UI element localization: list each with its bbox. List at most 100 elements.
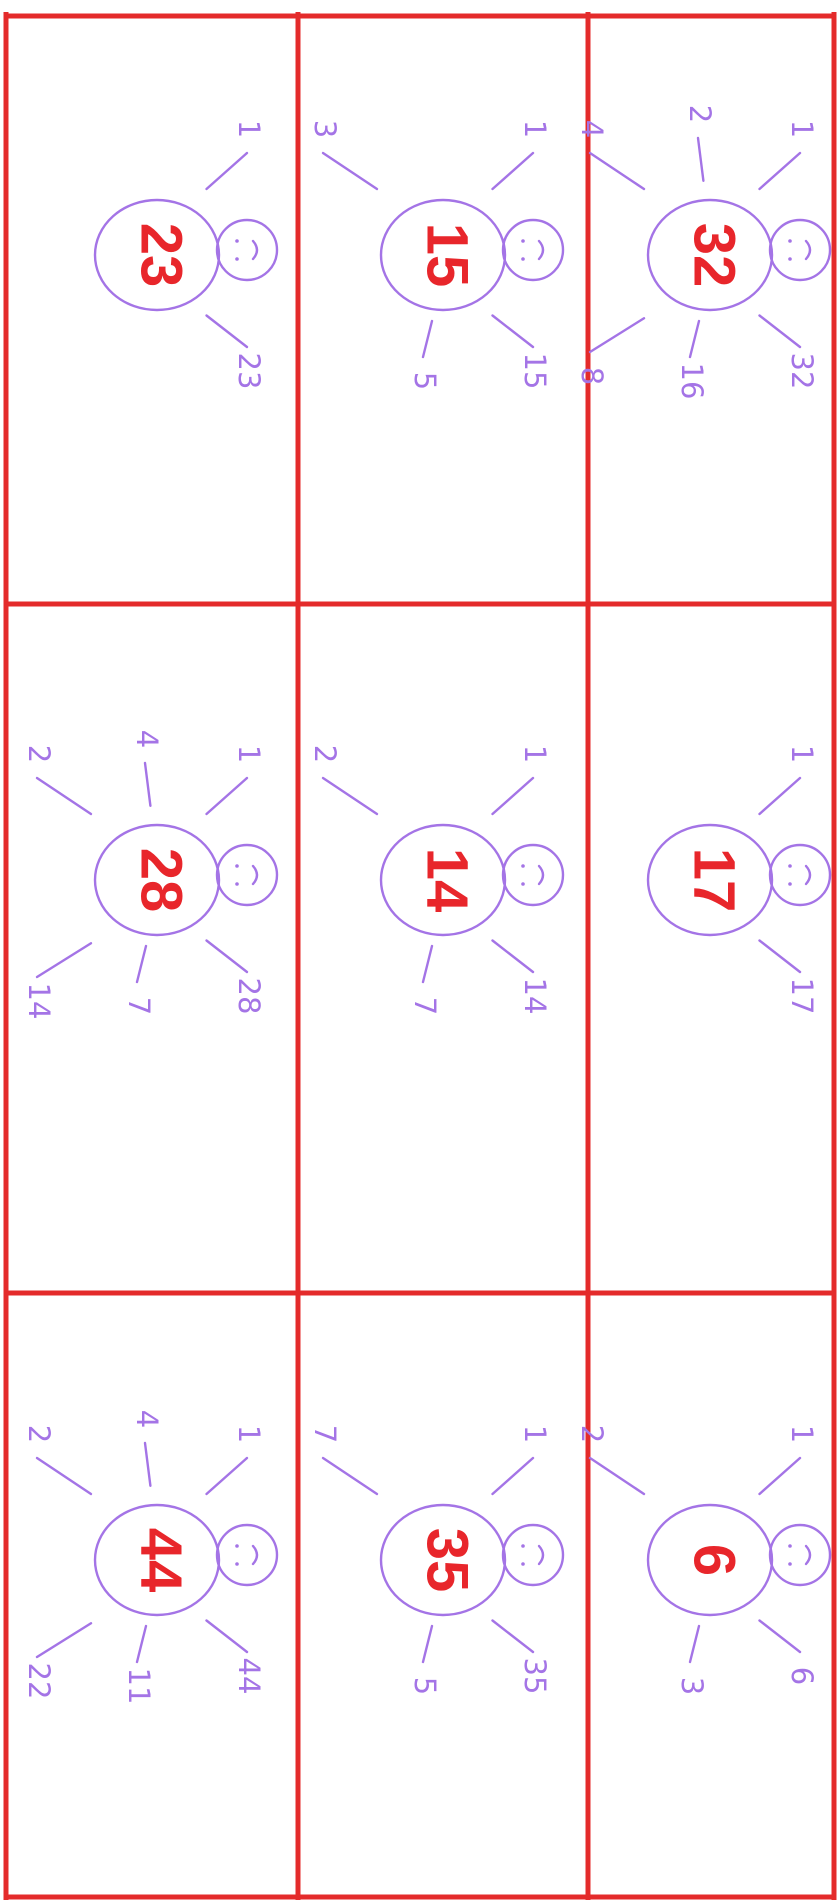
factor-label: 8 [575,367,609,385]
factor-label: 2 [308,745,342,763]
factor-leg [205,1619,249,1654]
center-number: 32 [682,223,747,288]
head-circle [768,218,832,282]
head-circle [768,1523,832,1587]
eye-icon [788,239,792,243]
factor-leg [143,761,152,807]
eye-icon [235,257,239,261]
factor-label: 2 [575,1425,609,1443]
factor-leg [421,1624,434,1664]
factor-label: 1 [232,1425,266,1443]
factor-label: 2 [683,105,717,123]
factor-leg [491,151,535,191]
body-oval [93,1503,221,1617]
smile-icon [804,1544,812,1566]
factor-label: 4 [575,120,609,138]
head-circle [215,1523,279,1587]
factor-leg [758,151,802,191]
factor-label: 14 [518,978,552,1015]
factor-label: 1 [785,120,819,138]
eye-icon [521,1562,525,1566]
factor-leg [205,776,249,816]
center-number: 17 [682,848,747,913]
center-number: 15 [415,223,480,288]
factor-label: 4 [130,730,164,748]
factor-leg [35,1456,93,1496]
center-number: 35 [415,1528,480,1593]
factor-leg [321,151,379,191]
factor-label: 1 [518,120,552,138]
factor-leg [588,317,646,354]
factor-label: 28 [232,978,266,1015]
factor-leg [758,939,802,974]
factor-leg [588,1456,646,1496]
smile-icon [251,1544,259,1566]
smile-icon [804,864,812,886]
eye-icon [788,1562,792,1566]
smile-icon [537,239,545,261]
body-oval [646,198,774,312]
eye-icon [521,882,525,886]
factor-label: 3 [308,120,342,138]
factor-label: 1 [518,745,552,763]
eye-icon [235,1544,239,1548]
factor-label: 2 [22,1425,56,1443]
factor-leg [205,151,249,191]
center-number: 14 [415,848,480,913]
body-oval [379,823,507,937]
body-oval [646,823,774,937]
factor-leg [205,1456,249,1496]
factor-label: 14 [22,983,56,1020]
eye-icon [788,882,792,886]
factor-label: 3 [675,1677,709,1695]
eye-icon [521,239,525,243]
factor-label: 1 [232,120,266,138]
factor-label: 7 [308,1425,342,1443]
eye-icon [788,864,792,868]
eye-icon [235,882,239,886]
head-circle [768,843,832,907]
factor-leg [588,151,646,191]
factor-leg [688,319,701,359]
eye-icon [788,257,792,261]
factor-label: 15 [518,353,552,390]
factor-leg [35,942,93,979]
factor-label: 23 [232,353,266,390]
factor-leg [35,1622,93,1659]
factor-leg [758,1456,802,1496]
grid [3,12,837,1900]
center-number: 28 [129,848,194,913]
eye-icon [235,864,239,868]
factor-label: 11 [122,1668,156,1705]
body-oval [379,198,507,312]
smile-icon [251,239,259,261]
factor-label: 1 [785,1425,819,1443]
smile-icon [537,1544,545,1566]
eye-icon [235,239,239,243]
factor-figure: 15 1 3 5 15 [308,120,565,390]
factor-leg [696,136,705,182]
factor-label: 32 [785,353,819,390]
body-oval [93,823,221,937]
smile-icon [251,864,259,886]
factor-label: 5 [408,372,442,390]
factor-figure: 32 1 2 4 8 16 32 [575,105,832,400]
factor-leg [143,1441,152,1487]
head-circle [501,218,565,282]
factor-label: 4 [130,1410,164,1428]
factor-leg [421,944,434,984]
factor-label: 35 [518,1658,552,1695]
factor-label: 44 [232,1658,266,1695]
factor-leg [491,314,535,349]
factor-leg [321,776,379,816]
factor-leg [421,319,434,359]
factor-leg [491,939,535,974]
head-circle [215,218,279,282]
factor-label: 16 [675,363,709,400]
